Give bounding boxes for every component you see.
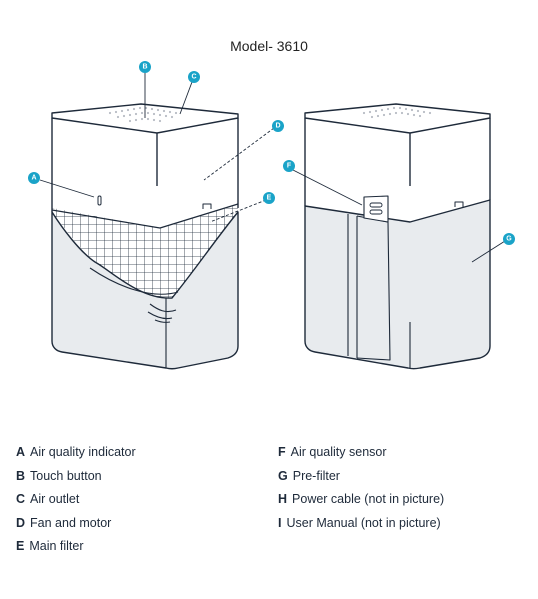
callout-e: E [263, 192, 275, 204]
model-title: Model- 3610 [230, 38, 308, 54]
svg-text:C: C [191, 74, 196, 81]
purifier-diagram: A B C D E F G [28, 61, 515, 370]
back-purifier [304, 103, 491, 370]
svg-text:G: G [506, 236, 512, 243]
front-purifier [51, 103, 239, 370]
svg-text:D: D [275, 123, 280, 130]
leader-lines [39, 72, 506, 263]
callout-g: G [503, 233, 515, 245]
air-quality-indicator [97, 195, 102, 206]
front-prefilter [51, 211, 239, 370]
callout-markers: A B C D E F G [28, 61, 515, 245]
svg-text:F: F [287, 163, 292, 170]
air-outlet-grille [108, 106, 178, 123]
air-quality-sensor [363, 195, 389, 223]
svg-text:A: A [31, 175, 36, 182]
back-prefilter [304, 199, 491, 370]
callout-a: A [28, 172, 40, 184]
svg-text:E: E [267, 195, 272, 202]
callout-d: D [272, 120, 284, 132]
svg-text:B: B [142, 64, 147, 71]
callout-f: F [283, 160, 295, 172]
callout-b: B [139, 61, 151, 73]
callout-c: C [188, 71, 200, 83]
